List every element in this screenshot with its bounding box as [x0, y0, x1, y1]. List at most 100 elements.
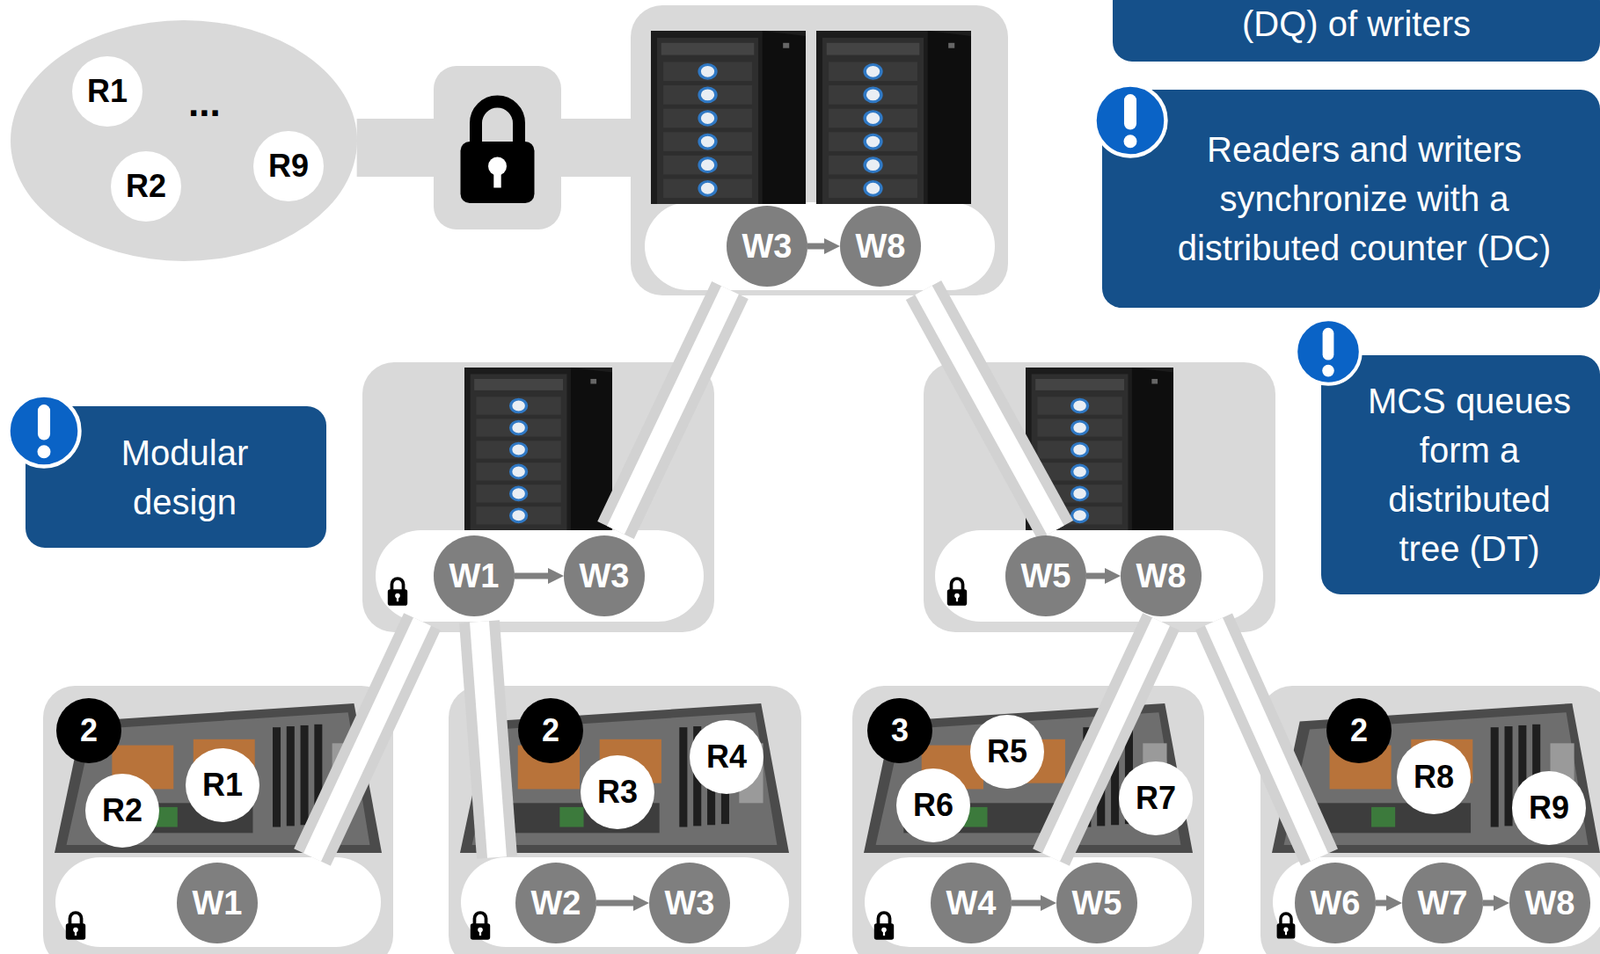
writer-queue: W6W7W8	[1272, 857, 1600, 948]
band-inner	[923, 290, 1056, 531]
count-badge: 2	[1326, 698, 1392, 764]
server-rack	[464, 367, 613, 531]
band-outer	[1051, 621, 1162, 858]
writer-circle: W4	[930, 862, 1012, 944]
writer-circle: W3	[649, 862, 731, 944]
node-label: W3	[742, 229, 793, 264]
writer-circle: W3	[726, 205, 808, 287]
node-label: W3	[579, 559, 630, 593]
node-label: 3	[891, 715, 909, 747]
tree-band	[923, 290, 1056, 531]
lock-icon	[470, 913, 490, 941]
writer-circle: W2	[515, 862, 597, 944]
reader-circle: R1	[72, 56, 143, 127]
band-outer	[479, 621, 497, 858]
queue-arrow	[1483, 903, 1494, 905]
tree-band	[479, 621, 497, 858]
tree-band	[312, 621, 423, 858]
count-badge: 3	[867, 698, 933, 764]
node-label: R7	[1135, 782, 1177, 815]
reader-circle: R7	[1118, 761, 1193, 836]
reader-circle: R8	[1396, 740, 1471, 815]
writer-queue: W3 W8	[644, 202, 995, 291]
tree-band	[1051, 621, 1162, 858]
tree-band	[615, 290, 731, 531]
tree-band	[357, 147, 631, 149]
reader-circle: R4	[689, 720, 764, 795]
server-box: 2R3R4W2W3	[448, 686, 802, 954]
band-inner	[312, 621, 423, 858]
writer-queue: W1 W3	[375, 530, 704, 622]
node-label: W5	[1021, 559, 1072, 593]
node-label: W1	[192, 886, 243, 921]
lock-icon	[947, 578, 967, 607]
writer-circle: W6	[1294, 862, 1376, 944]
band-outer	[615, 290, 731, 531]
node-label: W8	[855, 229, 906, 264]
node-label: R1	[202, 769, 243, 802]
band-outer	[1213, 621, 1320, 858]
node-label: Modular design	[96, 428, 273, 527]
writer-circle: W1	[433, 535, 515, 617]
drawing-part	[312, 147, 1494, 904]
node-label: R9	[1528, 792, 1570, 825]
node-label: R9	[268, 150, 309, 183]
node-label: R5	[986, 736, 1028, 768]
queue-arrow	[1375, 903, 1387, 905]
node-label: W1	[449, 559, 500, 593]
server-box: W5W8	[923, 362, 1276, 633]
count-badge: 2	[56, 698, 122, 764]
queue-arrow	[514, 576, 548, 578]
reader-circle: R9	[253, 131, 324, 202]
writer-queue: W5W8	[935, 530, 1264, 622]
server-board	[54, 703, 382, 854]
band-outer	[357, 118, 631, 177]
arrow-line	[807, 243, 825, 250]
arrow-line	[514, 573, 548, 580]
band-outer	[923, 290, 1056, 531]
reader-circle: R9	[1512, 771, 1586, 846]
callout-box: (DQ) of writers	[1112, 0, 1600, 62]
server-box: 2R1R2W1	[43, 686, 394, 954]
queue-arrow	[1011, 903, 1041, 905]
node-label: (DQ) of writers	[1136, 3, 1577, 44]
band-inner	[615, 290, 731, 531]
server-board	[460, 703, 790, 854]
node-label: R4	[706, 741, 747, 774]
arrow-line	[1086, 573, 1105, 580]
node-label: R1	[87, 75, 128, 108]
lock-icon	[874, 913, 894, 941]
reader-circle: R2	[85, 774, 160, 848]
callout-box: Modular design	[25, 406, 327, 548]
arrow-line	[596, 900, 634, 907]
arrow-line	[1375, 900, 1387, 907]
lock-icon	[1277, 913, 1296, 940]
writer-circle: W8	[840, 205, 921, 287]
arrow-line	[1011, 900, 1041, 907]
band-inner	[1213, 621, 1320, 858]
tree-band	[1213, 621, 1320, 858]
writer-circle: W1	[176, 862, 258, 944]
lock-icon	[387, 578, 408, 607]
server-board	[1271, 703, 1600, 854]
writer-queue: W2 W3	[460, 857, 790, 948]
server-rack	[1025, 367, 1174, 531]
writer-circle: W3	[563, 535, 645, 617]
node-label: R2	[102, 795, 143, 827]
server-rack	[816, 30, 972, 205]
node-label: R2	[125, 170, 167, 203]
writer-circle: W5	[1005, 535, 1087, 617]
callout-box: Readers and writers synchronize with a d…	[1102, 89, 1600, 308]
node-label: MCS queues form a distributed tree (DT)	[1361, 376, 1578, 574]
node-label: R8	[1413, 761, 1454, 794]
lock-icon	[65, 913, 86, 941]
node-label: W4	[946, 886, 997, 921]
alert-icon	[1295, 319, 1361, 385]
node-label: 2	[1350, 715, 1368, 747]
reader-circle: R1	[185, 748, 260, 823]
server-board	[863, 703, 1193, 854]
node-label: W8	[1525, 886, 1576, 921]
server-box: W1 W3	[362, 362, 715, 633]
band-outer	[312, 621, 423, 858]
